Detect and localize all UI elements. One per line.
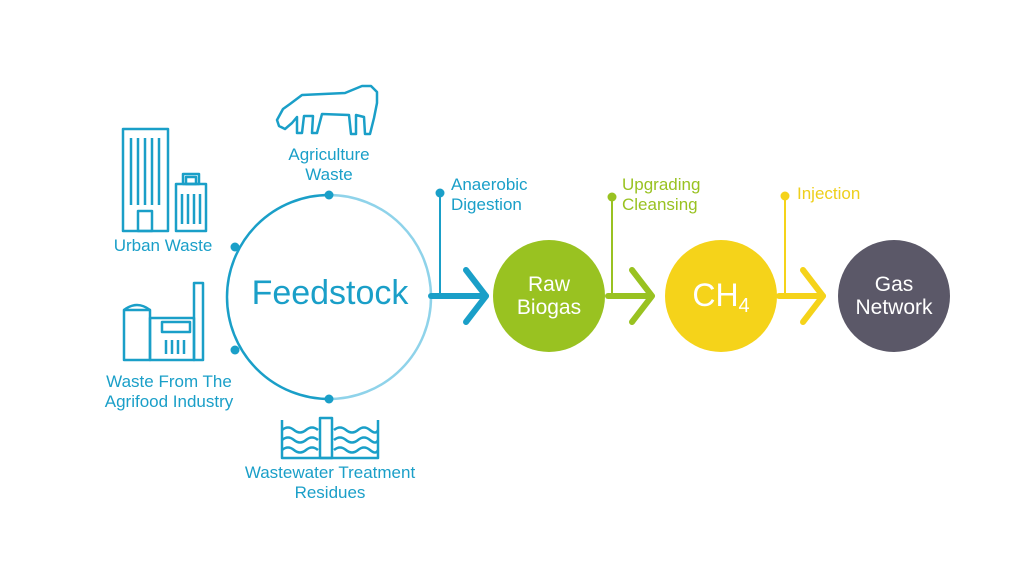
raw-biogas-circle <box>493 240 605 352</box>
connector-dot-agriculture <box>324 190 334 200</box>
raw-biogas-label: Raw Biogas <box>516 272 582 319</box>
wastewater-icon <box>280 416 380 460</box>
agriculture-waste-label: Agriculture Waste <box>288 145 370 184</box>
arrow-biogas-to-ch4 <box>605 267 655 325</box>
wastewater-label: Wastewater Treatment Residues <box>244 463 416 502</box>
cow-icon <box>275 84 379 136</box>
connector-dot-agrifood <box>230 345 240 355</box>
step-marker-dot-anaerobic <box>435 188 445 198</box>
step-marker-dot-injection <box>780 191 790 201</box>
injection-label: Injection <box>797 184 861 203</box>
upgrading-cleansing-label: Upgrading Cleansing <box>622 175 701 214</box>
agrifood-waste-label: Waste From The Agrifood Industry <box>104 372 234 411</box>
feedstock-label: Feedstock <box>251 274 409 312</box>
factory-icon <box>122 281 205 362</box>
feedstock-circle-left-arc <box>225 193 330 401</box>
gas-network-label: Gas Network <box>855 272 933 319</box>
ch4-subscript: 4 <box>738 295 750 318</box>
arrow-feedstock-to-biogas <box>428 267 489 325</box>
connector-dot-wastewater <box>324 394 334 404</box>
ch4-circle <box>665 240 777 352</box>
connector-dot-urban <box>230 242 240 252</box>
ch4-main-text: CH <box>692 277 739 314</box>
anaerobic-digestion-label: Anaerobic Digestion <box>451 175 528 214</box>
step-marker-dot-upgrading <box>607 192 617 202</box>
gas-network-circle <box>838 240 950 352</box>
arrow-ch4-to-network <box>776 267 826 325</box>
urban-waste-label: Urban Waste <box>113 236 213 255</box>
ch4-label: CH4 <box>665 240 777 352</box>
buildings-icon <box>121 127 208 233</box>
